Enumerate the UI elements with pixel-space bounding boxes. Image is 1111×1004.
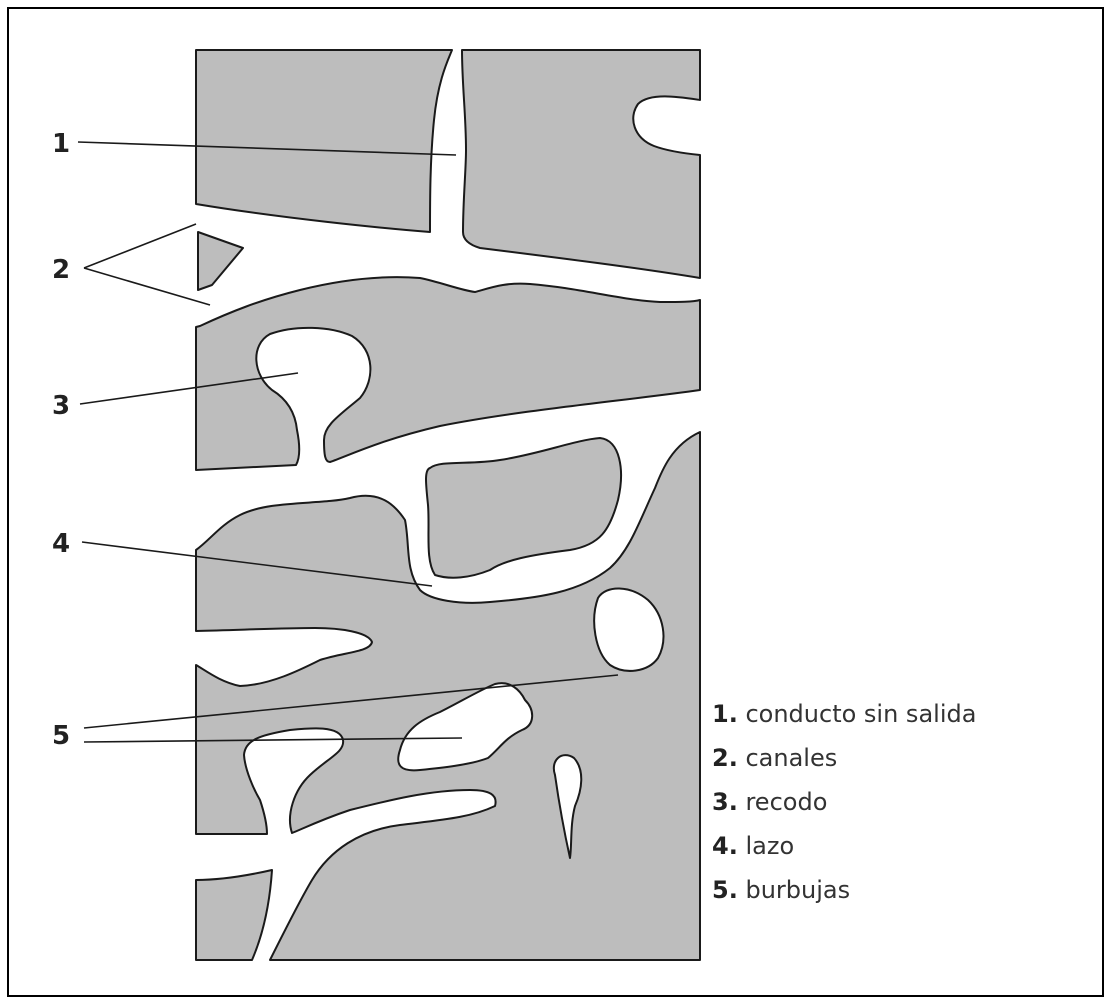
corner-block <box>196 870 272 960</box>
top-left-block <box>196 50 452 232</box>
leader-line-2a <box>84 224 196 268</box>
legend-text: canales <box>745 744 837 772</box>
callout-5: 5 <box>52 721 70 751</box>
leader-line-2b <box>84 268 210 305</box>
legend-number: 5. <box>712 876 738 904</box>
legend-item: 4. lazo <box>712 824 976 868</box>
legend-number: 4. <box>712 832 738 860</box>
callout-3: 3 <box>52 391 70 421</box>
triangle-block <box>198 232 243 290</box>
legend-item: 2. canales <box>712 736 976 780</box>
legend-number: 1. <box>712 700 738 728</box>
callout-1: 1 <box>52 129 70 159</box>
callout-4: 4 <box>52 529 70 559</box>
legend-item: 5. burbujas <box>712 868 976 912</box>
island-block <box>426 438 621 578</box>
top-right-block <box>462 50 700 278</box>
legend-number: 3. <box>712 788 738 816</box>
legend-item: 3. recodo <box>712 780 976 824</box>
legend-text: lazo <box>745 832 794 860</box>
legend-text: burbujas <box>745 876 850 904</box>
legend-text: conducto sin salida <box>745 700 976 728</box>
legend: 1. conducto sin salida 2. canales 3. rec… <box>712 692 976 912</box>
middle-block <box>196 277 700 470</box>
legend-item: 1. conducto sin salida <box>712 692 976 736</box>
legend-text: recodo <box>745 788 827 816</box>
legend-number: 2. <box>712 744 738 772</box>
callout-2: 2 <box>52 255 70 285</box>
